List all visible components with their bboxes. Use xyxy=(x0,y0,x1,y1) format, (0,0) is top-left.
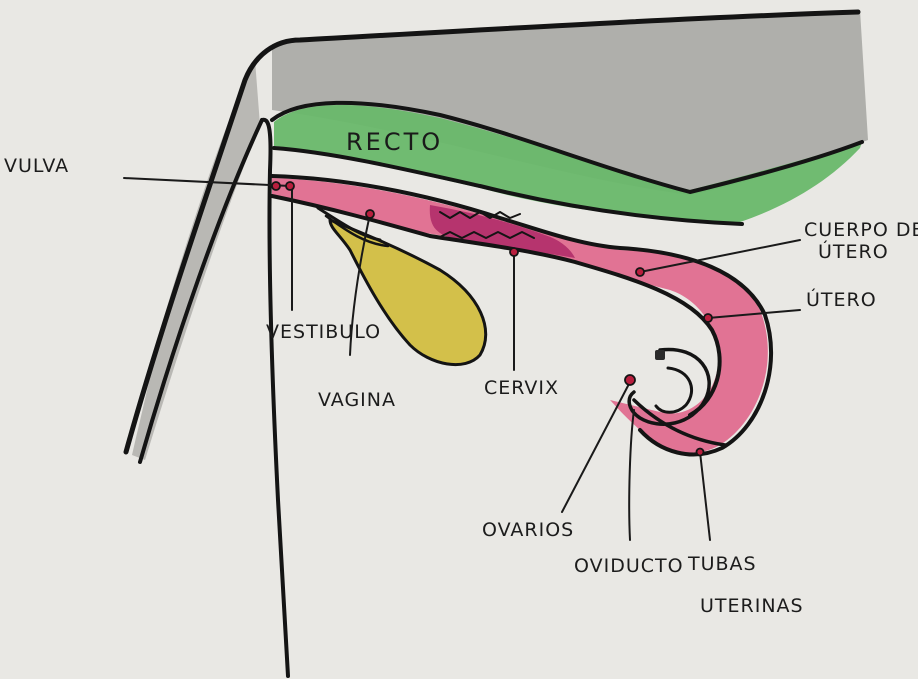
label-vulva: VULVA xyxy=(4,155,69,177)
label-cuerpo-line2: ÚTERO xyxy=(818,239,889,263)
marker-vulva-2 xyxy=(272,182,280,190)
marker-tubas xyxy=(697,449,704,456)
marker-vulva xyxy=(286,182,294,190)
marker-ovarios xyxy=(625,375,635,385)
label-cuerpo-line1: CUERPO DEL xyxy=(804,219,918,241)
label-utero: ÚTERO xyxy=(806,287,877,311)
label-oviducto: OVIDUCTO xyxy=(574,555,684,577)
label-vagina: VAGINA xyxy=(318,389,396,411)
marker-utero xyxy=(704,314,712,322)
label-ovarios: OVARIOS xyxy=(482,519,574,541)
marker-cervix xyxy=(510,248,518,256)
label-recto: RECTO xyxy=(346,128,443,156)
label-cervix: CERVIX xyxy=(484,377,559,399)
label-tubas-line2: UTERINAS xyxy=(700,595,804,617)
marker-cuerpo-utero xyxy=(636,268,644,276)
label-tubas-line1: TUBAS xyxy=(687,553,757,575)
ovary-mark xyxy=(655,350,665,360)
marker-vagina xyxy=(366,210,374,218)
label-vestibulo: VESTIBULO xyxy=(266,321,381,343)
